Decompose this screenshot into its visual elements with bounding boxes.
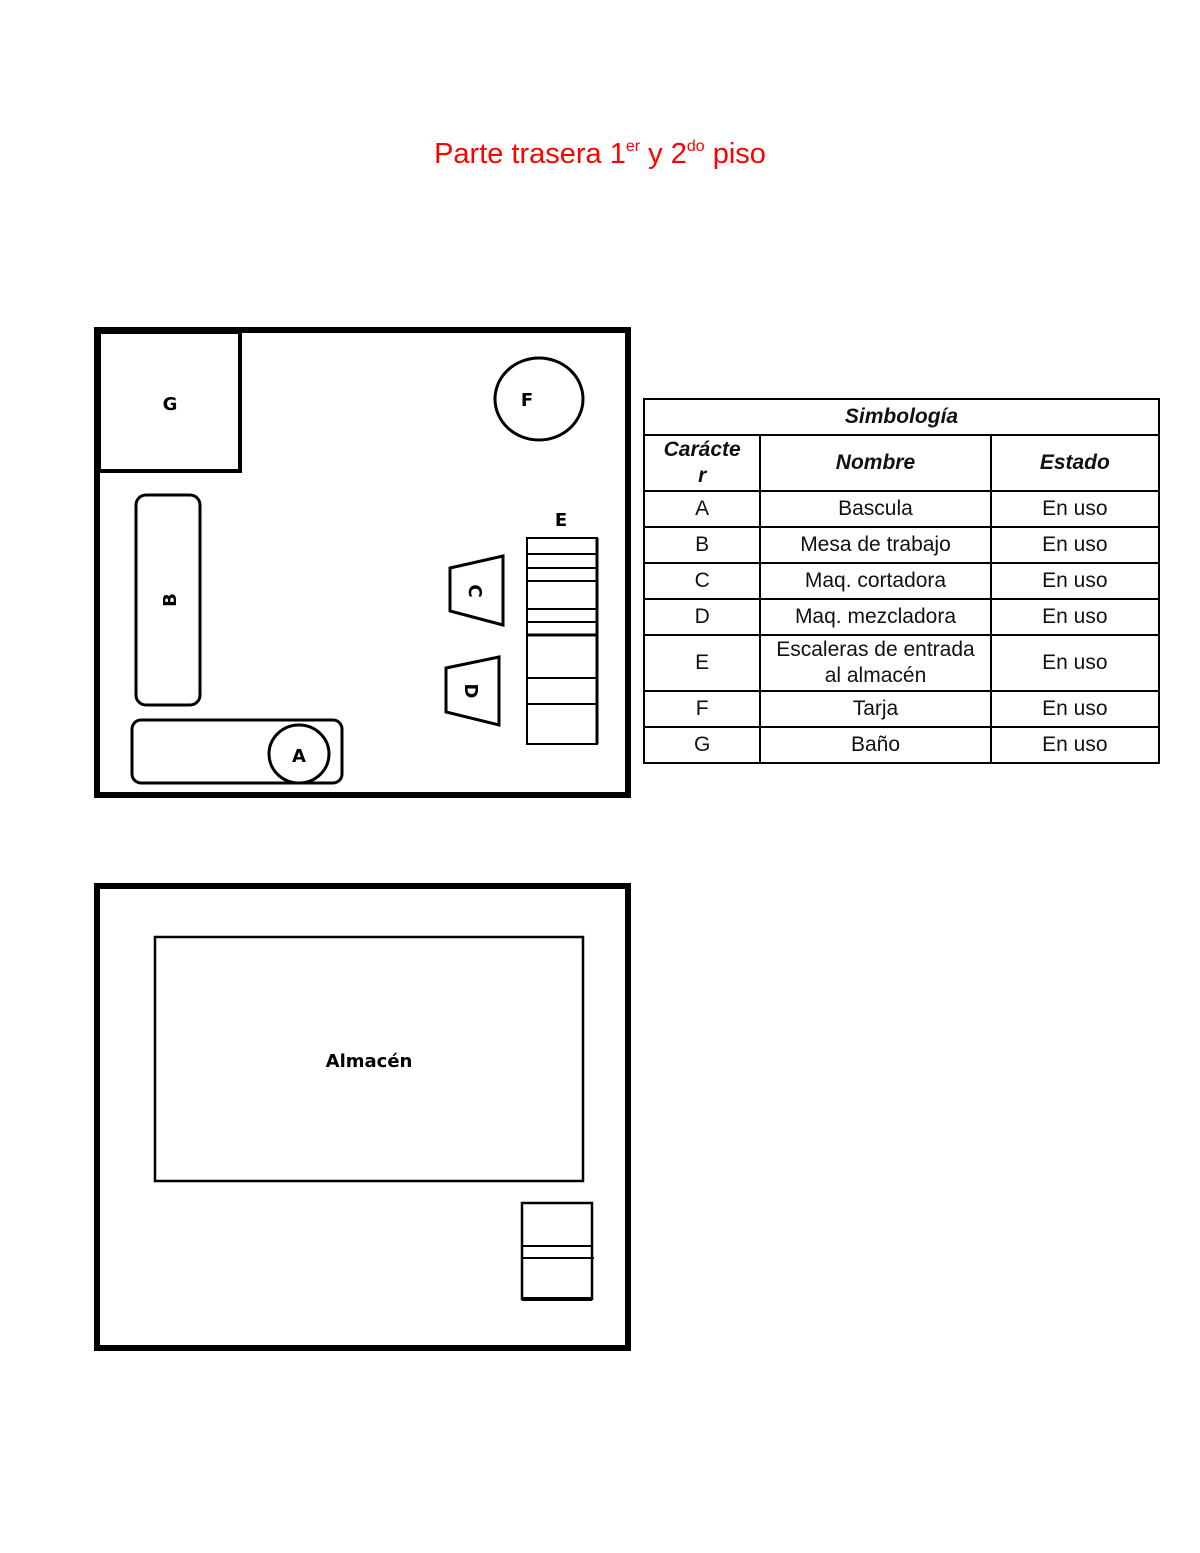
title-text-1: Parte trasera 1 [434,138,626,170]
cell-name: Maq. cortadora [759,562,992,600]
bathroom-g-shape [97,330,242,473]
page-title: Parte trasera 1er y 2do piso [0,138,1200,171]
cell-character: E [642,634,762,692]
table-row: D Maq. mezcladora En uso [642,598,1161,636]
stairs-top-shape [520,1201,594,1301]
table-row: F Tarja En uso [642,690,1161,728]
legend-title: Simbología [643,398,1160,436]
scale-a-shape [267,723,331,785]
table-row: C Maq. cortadora En uso [642,562,1161,600]
legend-table: Simbología Carácte r Nombre Estado A Bas… [642,398,1161,764]
cell-state: En uso [989,562,1161,600]
title-sup-1: er [625,138,641,155]
first-floor-plan: G F B A C D E [94,327,631,798]
cell-character: A [642,490,762,528]
cell-state: En uso [989,690,1161,728]
warehouse-label: Almacén [326,1051,413,1072]
cell-character: F [642,690,762,728]
cell-name: Bascula [759,490,992,528]
label-c: C [464,584,485,597]
label-f: F [521,390,533,411]
title-text-3: piso [704,138,766,170]
cell-name: Maq. mezcladora [759,598,992,636]
bench-a-shape [130,718,344,785]
mixer-d-shape [444,655,501,727]
header-character: Carácte r [642,434,762,492]
header-name: Nombre [759,434,992,492]
cutter-c-shape [448,554,505,627]
cell-state: En uso [989,526,1161,564]
cell-state: En uso [989,726,1161,764]
cell-character: D [642,598,762,636]
first-floor-outer-wall [94,327,631,798]
cell-name: Mesa de trabajo [759,526,992,564]
sink-f-shape [493,356,585,442]
label-e: E [555,510,567,531]
label-b: B [160,593,181,607]
second-floor-outer-wall [94,883,631,1351]
cell-character: B [642,526,762,564]
second-floor-plan: Almacén [94,883,631,1351]
worktable-b-shape [134,493,202,707]
warehouse-room-shape [153,935,585,1183]
table-row: B Mesa de trabajo En uso [642,526,1161,564]
label-d: D [460,684,481,699]
table-row: A Bascula En uso [642,490,1161,528]
title-sup-2: do [686,138,705,155]
title-text-2: y 2 [640,138,687,170]
table-row: G Baño En uso [642,726,1161,764]
table-row: E Escaleras de entrada al almacén En uso [642,634,1161,692]
cell-character: G [642,726,762,764]
label-g: G [163,394,178,415]
cell-state: En uso [989,490,1161,528]
header-state: Estado [989,434,1161,492]
cell-character: C [642,562,762,600]
cell-name: Baño [759,726,992,764]
cell-name: Tarja [759,690,992,728]
cell-state: En uso [989,598,1161,636]
stairs-e-shape [526,537,599,745]
label-a: A [292,746,306,767]
cell-name: Escaleras de entrada al almacén [759,634,992,692]
cell-state: En uso [989,634,1161,692]
